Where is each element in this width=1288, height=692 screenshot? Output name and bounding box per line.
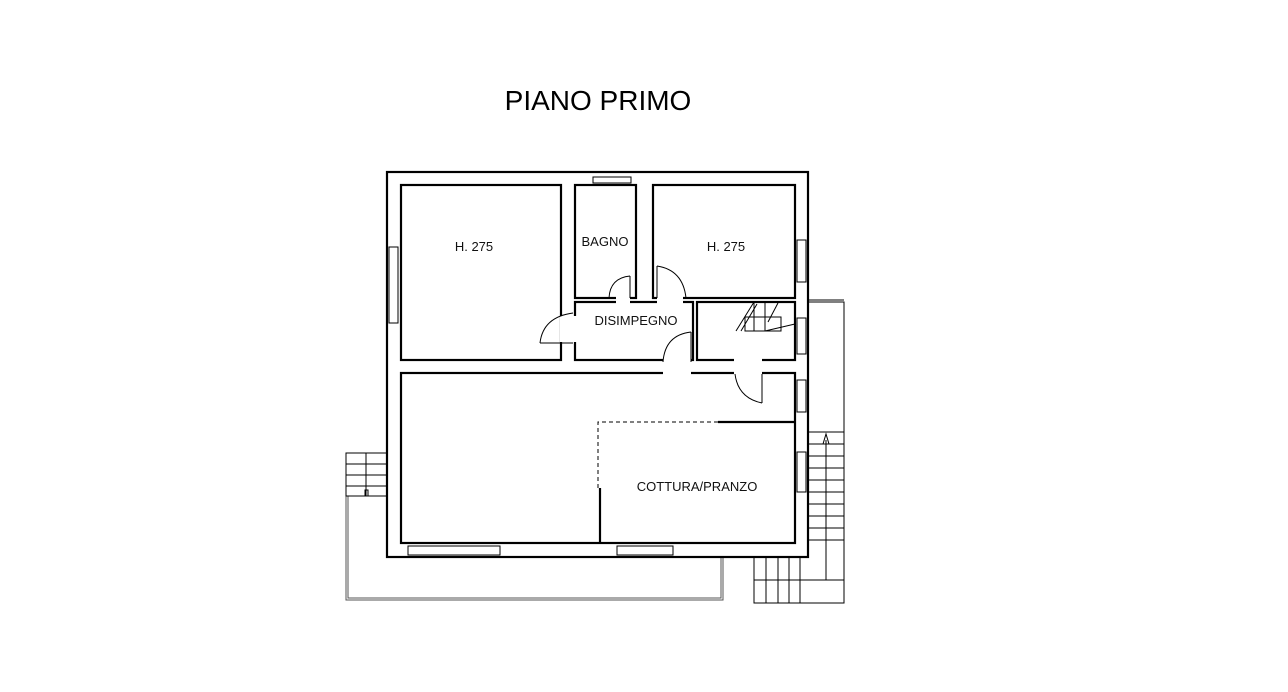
label-bedroom-left: H. 275 bbox=[455, 239, 493, 254]
windows bbox=[388, 176, 807, 556]
label-bathroom: BAGNO bbox=[582, 234, 629, 249]
label-kitchen-dining: COTTURA/PRANZO bbox=[637, 479, 758, 494]
label-bedroom-right: H. 275 bbox=[707, 239, 745, 254]
terrace bbox=[345, 496, 724, 601]
arrow-up-icon bbox=[822, 432, 830, 445]
stairs-right bbox=[753, 299, 845, 604]
label-hallway: DISIMPEGNO bbox=[594, 313, 677, 328]
room-hallway bbox=[573, 300, 695, 362]
internal-stairs bbox=[735, 301, 796, 332]
room-bedroom-left bbox=[399, 183, 563, 362]
room-bedroom-right bbox=[651, 183, 797, 300]
kitchen-divider-dashed bbox=[597, 421, 718, 488]
door-swings bbox=[539, 265, 763, 404]
room-bathroom bbox=[573, 183, 638, 300]
plan-title: PIANO PRIMO bbox=[505, 85, 692, 116]
stairs-left bbox=[345, 452, 388, 497]
